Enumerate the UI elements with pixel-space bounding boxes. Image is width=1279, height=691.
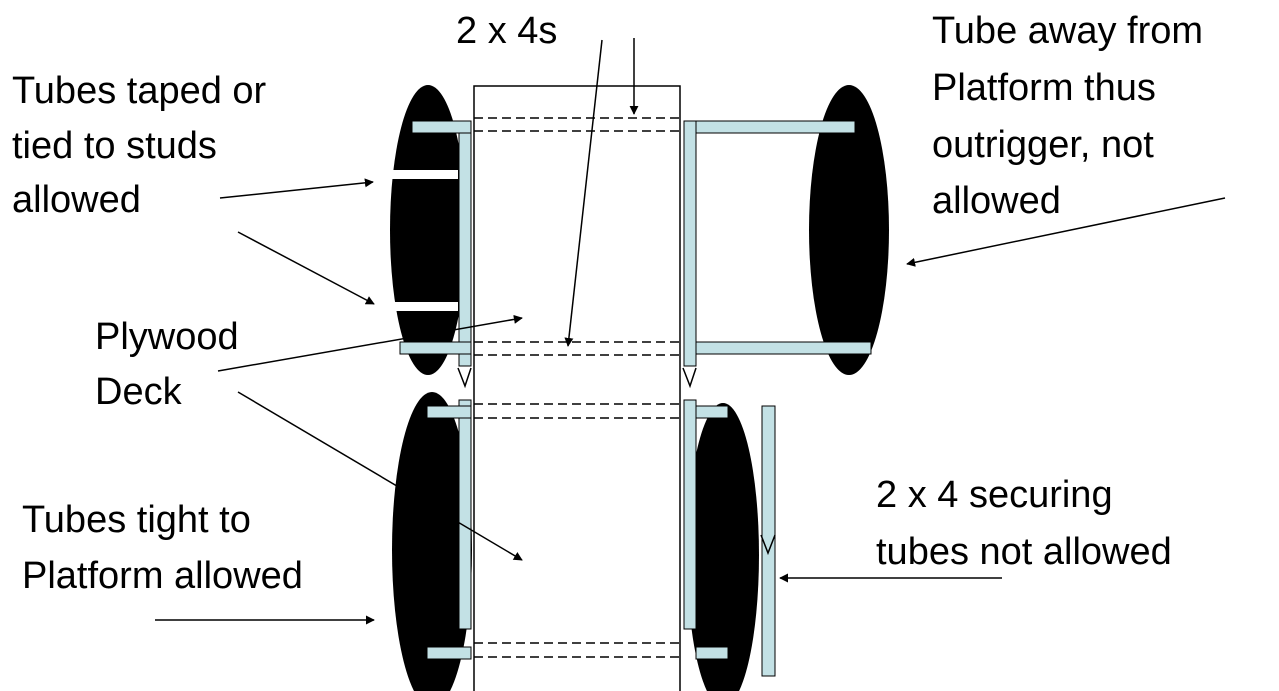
joint-notches xyxy=(457,367,776,556)
two-by-four-joists xyxy=(474,117,680,658)
flotation-tubes xyxy=(390,85,889,691)
tube-bottom-right xyxy=(687,403,759,691)
tape-bands xyxy=(392,170,458,311)
plywood-deck xyxy=(473,85,681,691)
label-tube-away: Tube away from Platform thus outrigger, … xyxy=(932,10,1214,222)
tube-bottom-left xyxy=(392,392,472,691)
label-plywood-deck: Plywood Deck xyxy=(95,316,249,413)
studs xyxy=(399,120,872,677)
label-securing: 2 x 4 securing tubes not allowed xyxy=(876,474,1172,573)
label-two-by-fours: 2 x 4s xyxy=(456,10,557,52)
label-taped-tied: Tubes taped or tied to studs allowed xyxy=(12,70,277,221)
tube-top-right xyxy=(809,85,889,375)
securing-two-by-four xyxy=(761,405,776,677)
label-tubes-tight: Tubes tight to Platform allowed xyxy=(22,499,303,597)
callout-arrows xyxy=(155,38,1226,625)
